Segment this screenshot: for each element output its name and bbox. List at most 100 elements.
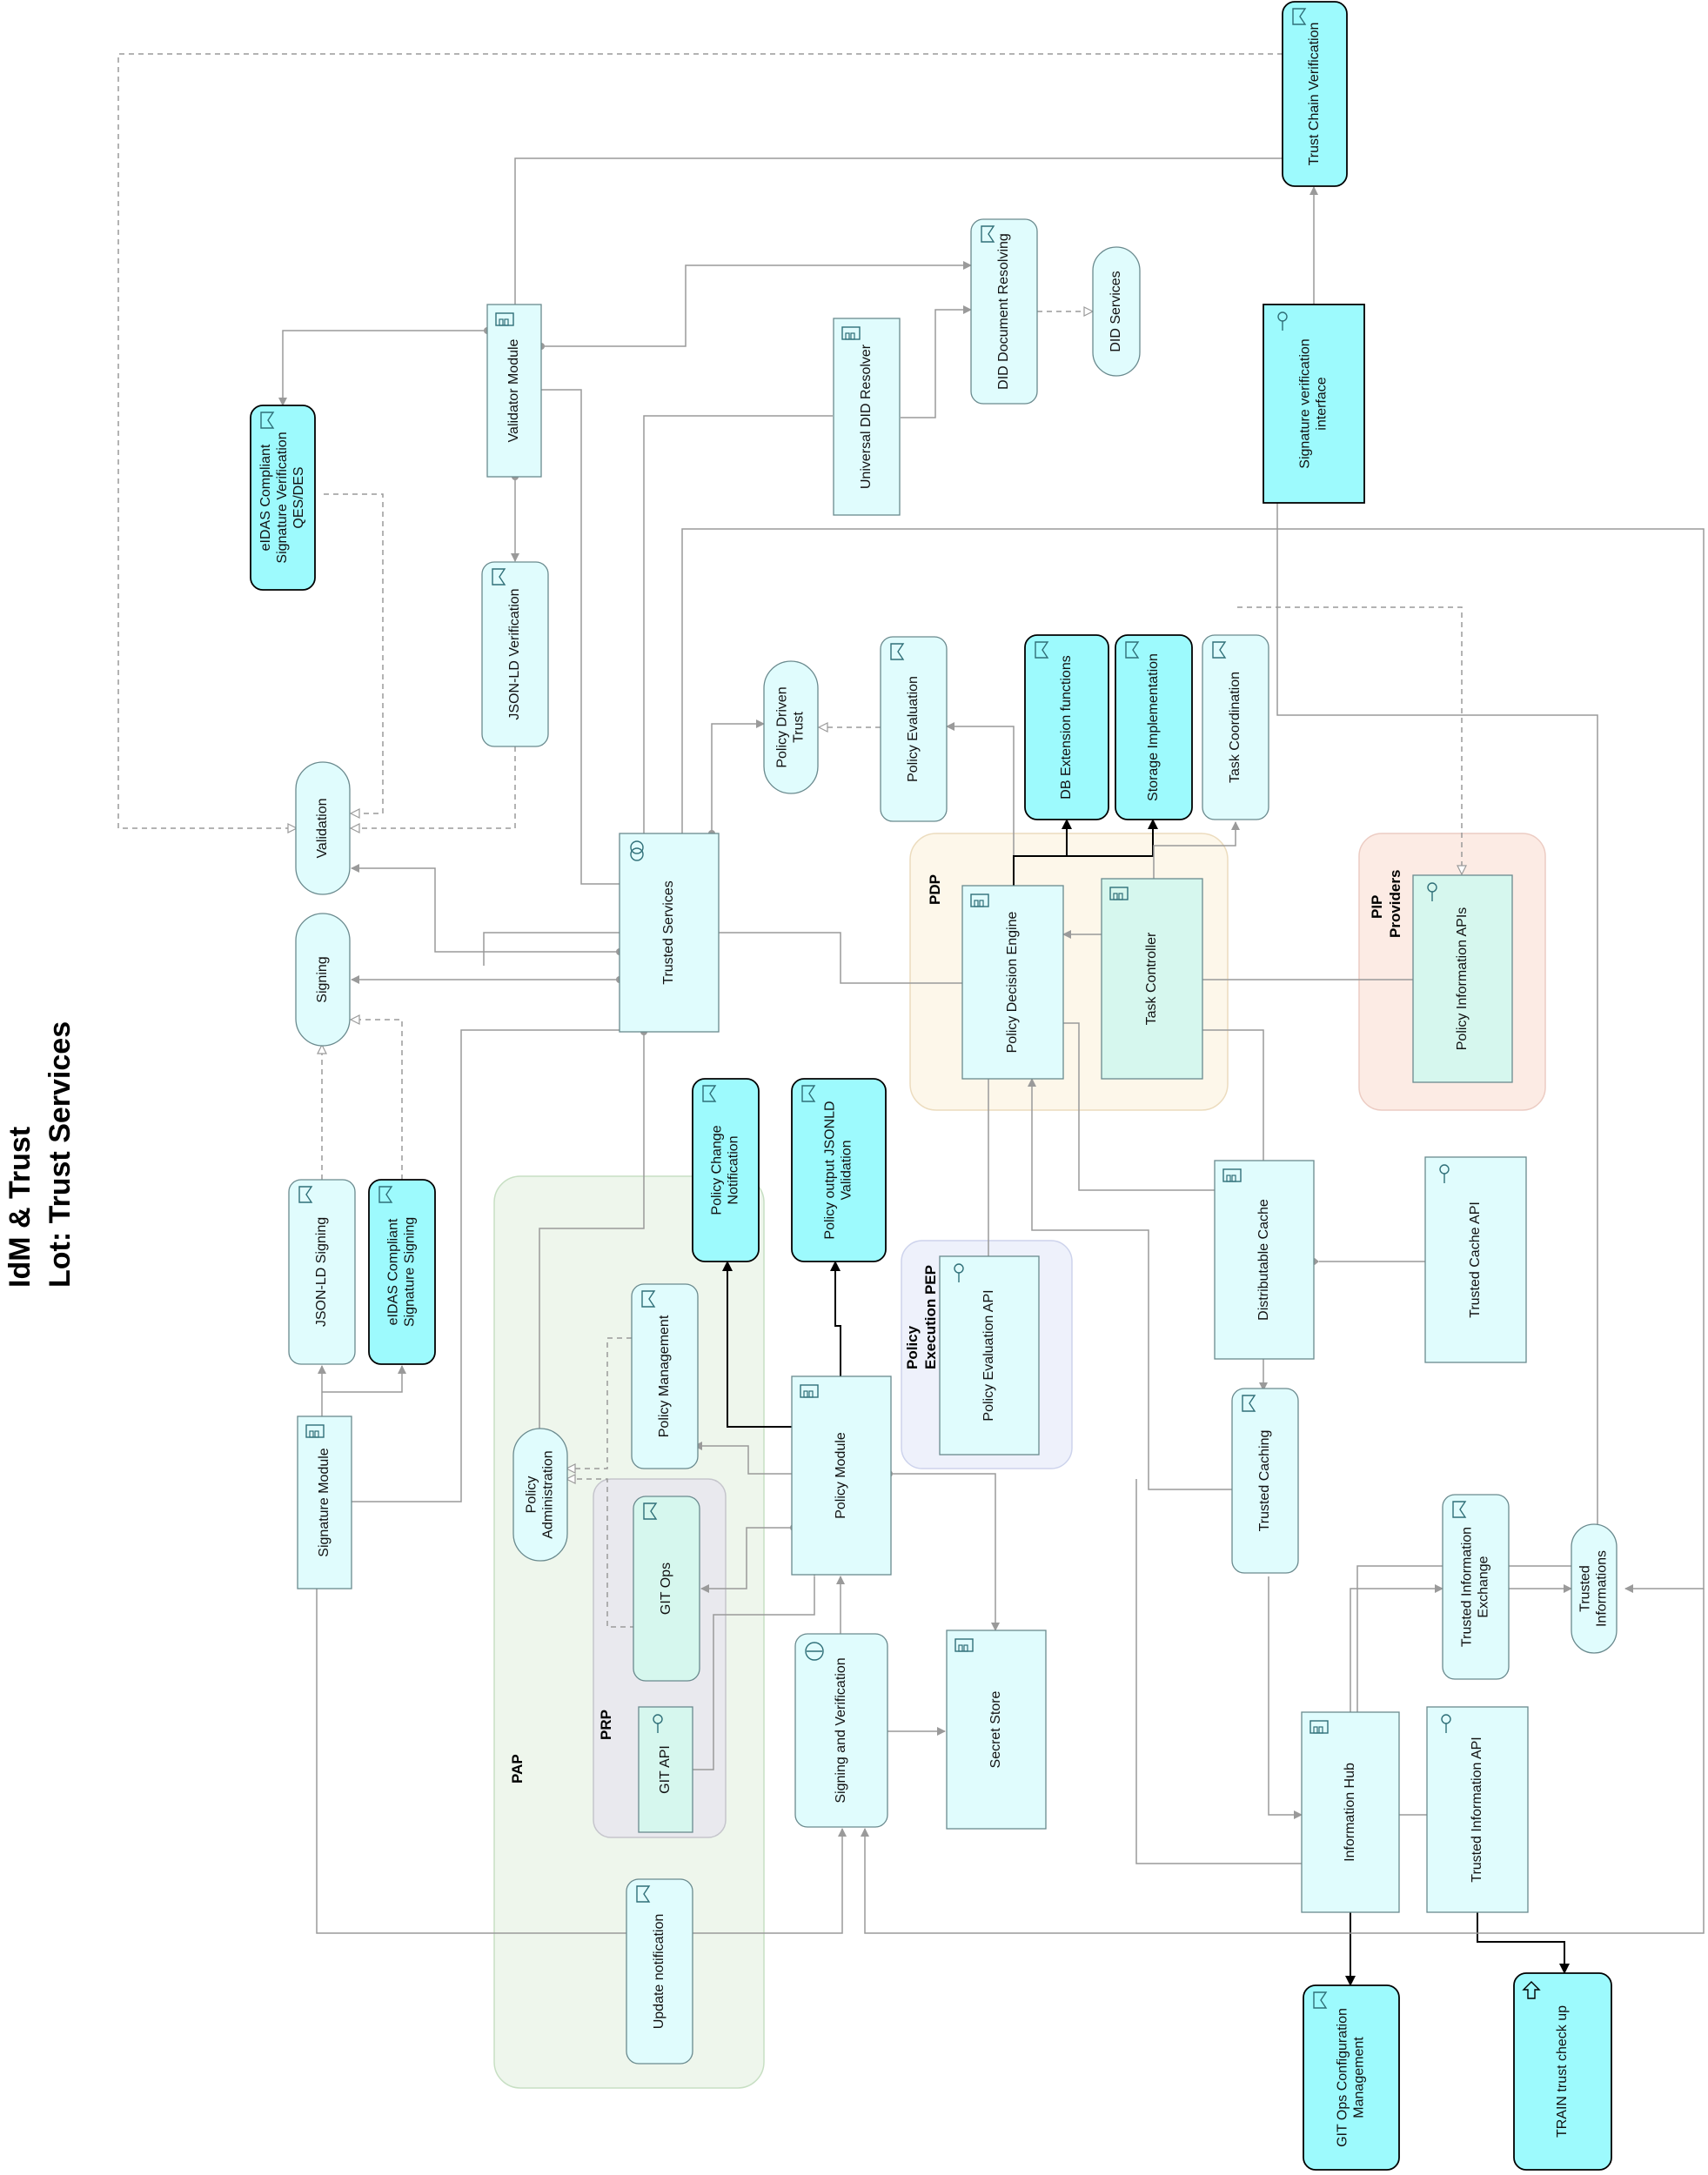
trust-chain-verification-label-1: Trust Chain Verification	[1307, 23, 1322, 166]
policy-administration-label-2: Administration	[541, 1450, 556, 1538]
interface-icon	[1439, 1164, 1450, 1183]
node-db-extension-functions[interactable]: DB Extension functions	[1024, 634, 1109, 820]
node-policy-decision-engine[interactable]: Policy Decision Engine	[961, 885, 1064, 1080]
trusted-informations-label-1: Trusted	[1578, 1565, 1593, 1612]
node-signing-and-verification[interactable]: Signing and Verification	[794, 1633, 888, 1828]
git-ops-shape	[633, 1496, 700, 1682]
edge-validator-didresolving	[538, 261, 972, 350]
function-icon	[298, 1186, 313, 1203]
validator-module-label-1: Validator Module	[506, 338, 521, 442]
edge-hub-pde	[1135, 1479, 1302, 1864]
node-universal-did-resolver[interactable]: Universal DID Resolver	[833, 318, 901, 516]
eidas-signature-verification-label-1: eIDAS Compliant	[258, 444, 273, 551]
interface-icon	[954, 1263, 964, 1282]
edge-resolver-didresolving	[901, 305, 972, 418]
policy-change-notification-label-1: Policy Change	[710, 1125, 725, 1215]
edge-taskcoord-pip	[1237, 606, 1462, 873]
component-icon	[1222, 1168, 1242, 1182]
policy-module-label-1: Policy Module	[834, 1432, 848, 1519]
policy-change-notification-label-2: Notification	[727, 1135, 741, 1204]
train-trust-check-up-label-1: TRAIN trust check up	[1555, 2005, 1570, 2138]
policy-change-notification-shape	[692, 1078, 760, 1262]
edge-validator-trustedservices	[541, 389, 628, 887]
did-document-resolving-shape	[970, 218, 1038, 405]
edge-trustchain-validation	[117, 53, 1283, 828]
edge-bigloop-trustedinfo	[681, 528, 1705, 1593]
git-ops-label-1: GIT Ops	[659, 1563, 673, 1615]
node-task-coordination[interactable]: Task Coordination	[1202, 634, 1269, 820]
node-task-controller[interactable]: Task Controller	[1101, 878, 1203, 1080]
signature-module-shape	[297, 1415, 352, 1589]
node-trusted-cache-api[interactable]: Trusted Cache API	[1424, 1156, 1527, 1363]
node-train-trust-check-up[interactable]: TRAIN trust check up	[1513, 1972, 1612, 2171]
policy-evaluation-label-1: Policy Evaluation	[906, 676, 921, 782]
pep-group-label-2: Execution PEP	[922, 1265, 939, 1369]
node-validation[interactable]: Validation	[295, 761, 351, 895]
signature-verification-interface-label-2: interface	[1315, 377, 1330, 430]
node-update-notification[interactable]: Update notification	[626, 1878, 693, 2065]
trusted-cache-api-shape	[1424, 1156, 1527, 1363]
trust-chain-verification-shape	[1282, 1, 1348, 187]
db-extension-functions-label-1: DB Extension functions	[1059, 655, 1074, 799]
node-trusted-services[interactable]: Trusted Services	[619, 833, 720, 1033]
node-did-document-resolving[interactable]: DID Document Resolving	[970, 218, 1038, 405]
node-git-api[interactable]: GIT API	[638, 1706, 693, 1833]
node-policy-management[interactable]: Policy Management	[631, 1283, 699, 1469]
node-git-ops[interactable]: GIT Ops	[633, 1496, 700, 1682]
node-policy-information-apis[interactable]: Policy Information APIs	[1412, 874, 1513, 1083]
node-trusted-information-api[interactable]: Trusted Information API	[1426, 1706, 1529, 1913]
node-signing[interactable]: Signing	[295, 913, 351, 1047]
interface-icon	[1427, 882, 1437, 901]
node-policy-module[interactable]: Policy Module	[791, 1375, 892, 1576]
node-policy-evaluation-api[interactable]: Policy Evaluation API	[939, 1255, 1040, 1456]
node-policy-evaluation[interactable]: Policy Evaluation	[880, 636, 948, 822]
edge-taskcontroller-taskcoord	[1153, 821, 1240, 879]
edge-hub-exchange	[1350, 1584, 1443, 1712]
pip-group-label-2: Providers	[1387, 870, 1403, 938]
trusted-caching-label-1: Trusted Caching	[1257, 1430, 1272, 1532]
policy-decision-engine-label-1: Policy Decision Engine	[1005, 912, 1020, 1054]
node-trusted-caching[interactable]: Trusted Caching	[1231, 1388, 1299, 1574]
jsonld-signing-shape	[288, 1179, 356, 1365]
node-trust-chain-verification[interactable]: Trust Chain Verification	[1282, 1, 1348, 187]
function-icon	[643, 1502, 658, 1520]
edge-validator-trustchain	[514, 157, 1283, 306]
jsonld-signing-label-1: JSON-LD Signing	[314, 1217, 329, 1327]
interface-icon	[1441, 1714, 1451, 1733]
component-icon	[970, 893, 989, 907]
function-icon	[1035, 641, 1049, 659]
component-icon	[1309, 1720, 1329, 1734]
function-icon	[801, 1085, 816, 1102]
prp-group-label: PRP	[598, 1710, 614, 1740]
node-validator-module[interactable]: Validator Module	[486, 304, 542, 478]
edge-pde-trustedservices	[710, 929, 962, 984]
function-icon	[636, 1885, 651, 1903]
component-icon	[954, 1638, 974, 1652]
node-secret-store[interactable]: Secret Store	[946, 1630, 1047, 1830]
node-distributable-cache[interactable]: Distributable Cache	[1214, 1160, 1315, 1360]
component-icon	[305, 1424, 325, 1438]
diagram-title: IdM & Trust Lot: Trust Services	[3, 1021, 77, 1288]
function-icon	[260, 412, 275, 429]
node-signature-module[interactable]: Signature Module	[297, 1415, 352, 1589]
edge-pde-dbext	[1013, 819, 1072, 886]
node-jsonld-verification[interactable]: JSON-LD Verification	[481, 561, 549, 747]
trusted-information-exchange-label-1: Trusted Information	[1460, 1527, 1475, 1647]
did-services-shape	[1092, 246, 1141, 377]
node-did-services[interactable]: DID Services	[1092, 246, 1141, 377]
node-information-hub[interactable]: Information Hub	[1301, 1711, 1400, 1913]
edge-policymodule-pout	[830, 1261, 841, 1376]
node-jsonld-signing[interactable]: JSON-LD Signing	[288, 1179, 356, 1365]
node-storage-implementation[interactable]: Storage Implementation	[1115, 634, 1193, 820]
edge-pmgmt-padmin	[567, 1337, 632, 1469]
